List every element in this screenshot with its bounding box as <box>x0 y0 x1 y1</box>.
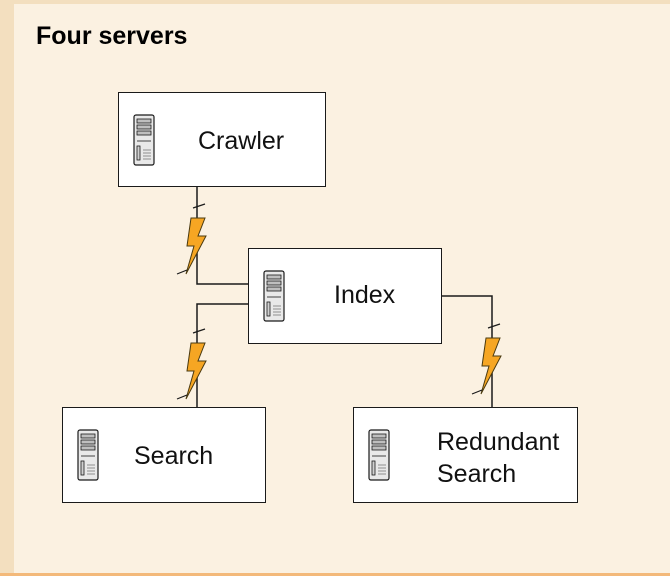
server-label-crawler: Crawler <box>198 127 285 155</box>
server-label-search: Search <box>134 442 214 470</box>
lightning-bolt-icon <box>176 203 207 275</box>
panel-top-edge <box>0 0 670 4</box>
server-tower-icon <box>133 113 155 166</box>
server-crawler: Crawler <box>118 92 326 187</box>
panel-bottom-edge <box>0 573 670 576</box>
panel-left-edge <box>0 0 14 576</box>
diagram-title: Four servers <box>36 22 188 50</box>
link-index-search <box>196 303 248 407</box>
server-label-index: Index <box>334 281 396 309</box>
server-label-redundant-line2: Search <box>437 460 517 488</box>
server-search: Search <box>62 407 266 503</box>
server-tower-icon <box>77 429 99 481</box>
lightning-bolt-icon <box>176 328 207 400</box>
server-tower-icon <box>263 270 285 322</box>
server-tower-icon <box>368 429 390 481</box>
server-label-redundant-line1: Redundant <box>437 428 560 456</box>
server-index: Index <box>248 248 442 344</box>
lightning-bolt-icon <box>471 323 502 395</box>
